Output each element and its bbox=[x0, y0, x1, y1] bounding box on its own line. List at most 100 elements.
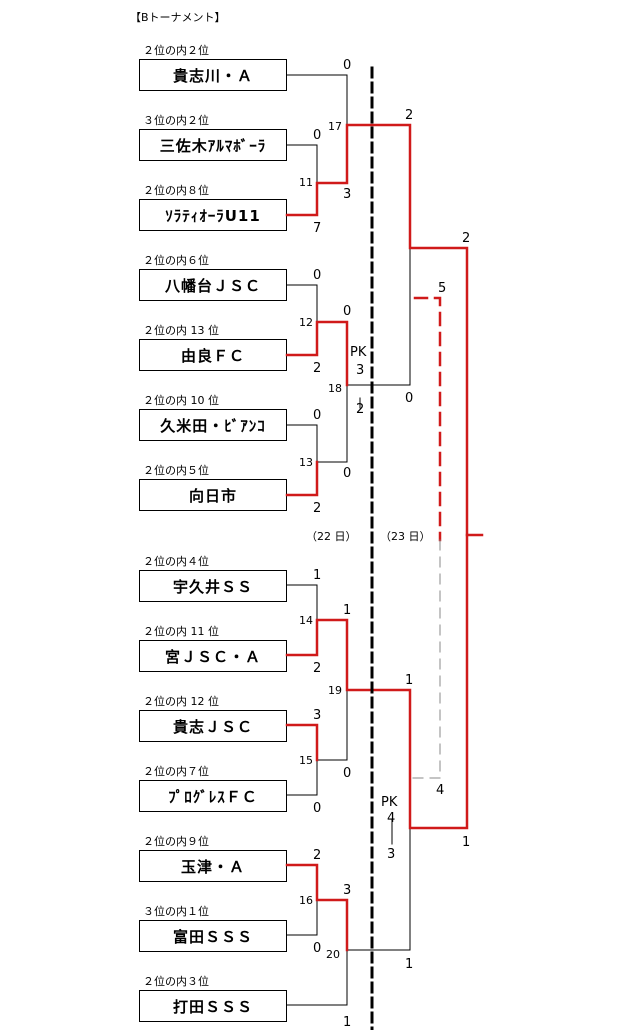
match-number: 13 bbox=[299, 456, 313, 469]
score: 0 bbox=[343, 766, 351, 781]
seed-label: ２位の内７位 bbox=[143, 765, 209, 778]
score: 1 bbox=[405, 673, 413, 688]
seed-label: ２位の内 10 位 bbox=[143, 394, 219, 407]
bracket-line bbox=[286, 584, 318, 621]
score: 0 bbox=[343, 58, 351, 73]
winner-line bbox=[285, 123, 484, 537]
bracket-line bbox=[286, 759, 318, 796]
bracket-line bbox=[286, 949, 348, 1006]
team-box: 三佐木ｱﾙﾏﾎﾞｰﾗ bbox=[139, 129, 287, 161]
seed-label: ３位の内２位 bbox=[143, 114, 209, 127]
team-box: 宇久井ＳＳ bbox=[139, 570, 287, 602]
day-label: （22 日） bbox=[306, 530, 357, 543]
bracket-line bbox=[286, 74, 348, 126]
seed-label: ２位の内３位 bbox=[143, 975, 209, 988]
team-box: 向日市 bbox=[139, 479, 287, 511]
score: 2 bbox=[405, 108, 413, 123]
match-number: 14 bbox=[299, 614, 313, 627]
team-box: 貴志川・Ａ bbox=[139, 59, 287, 91]
score: 0 bbox=[405, 391, 413, 406]
bracket-title: 【Bトーナメント】 bbox=[130, 11, 226, 24]
day-label: （23 日） bbox=[380, 530, 431, 543]
third-place-lines bbox=[409, 296, 442, 779]
score: 1 bbox=[313, 568, 321, 583]
team-box: 打田ＳＳＳ bbox=[139, 990, 287, 1022]
team-box: 久米田・ﾋﾞｱﾝｺ bbox=[139, 409, 287, 441]
third-place-line bbox=[413, 296, 442, 542]
score: 2 bbox=[462, 231, 470, 246]
seed-label: ２位の内 13 位 bbox=[143, 324, 219, 337]
seed-label: ２位の内９位 bbox=[143, 835, 209, 848]
bracket-line bbox=[286, 899, 318, 936]
bracket-line bbox=[286, 144, 318, 184]
match-number: 18 bbox=[328, 382, 342, 395]
team-box: 富田ＳＳＳ bbox=[139, 920, 287, 952]
bracket-line bbox=[346, 247, 411, 386]
score: 0 bbox=[313, 941, 321, 956]
pk-score: 4 bbox=[387, 811, 395, 826]
score: 0 bbox=[313, 801, 321, 816]
winner-line bbox=[285, 863, 349, 952]
winner-line bbox=[285, 320, 349, 387]
score: 2 bbox=[313, 501, 321, 516]
score: 2 bbox=[313, 848, 321, 863]
match-number: 19 bbox=[328, 684, 342, 697]
score: 1 bbox=[405, 957, 413, 972]
match-number: 20 bbox=[326, 948, 340, 961]
bracket-line bbox=[286, 424, 318, 463]
seed-label: ２位の内５位 bbox=[143, 464, 209, 477]
match-number: 15 bbox=[299, 754, 313, 767]
seed-label: ２位の内２位 bbox=[143, 44, 209, 57]
seed-label: ２位の内４位 bbox=[143, 555, 209, 568]
score: 0 bbox=[313, 268, 321, 283]
bracket-line bbox=[316, 689, 348, 761]
match-number: 16 bbox=[299, 894, 313, 907]
team-box: 貴志ＪＳＣ bbox=[139, 710, 287, 742]
score: 2 bbox=[313, 661, 321, 676]
bracket-line bbox=[316, 384, 348, 463]
pk-label: PK bbox=[381, 795, 398, 810]
match-number: 11 bbox=[299, 176, 313, 189]
score: 7 bbox=[313, 221, 321, 236]
bracket-line bbox=[286, 284, 318, 323]
score: 1 bbox=[343, 603, 351, 618]
score: 0 bbox=[313, 128, 321, 143]
seed-label: ２位の内６位 bbox=[143, 254, 209, 267]
score: 0 bbox=[343, 466, 351, 481]
score: 1 bbox=[343, 1015, 351, 1030]
team-box: 八幡台ＪＳＣ bbox=[139, 269, 287, 301]
team-box: ﾌﾟﾛｸﾞﾚｽＦＣ bbox=[139, 780, 287, 812]
pk-score: 3 bbox=[387, 847, 395, 862]
seed-label: ２位の内 12 位 bbox=[143, 695, 219, 708]
score: 3 bbox=[343, 883, 351, 898]
score: 0 bbox=[343, 304, 351, 319]
score: 4 bbox=[436, 783, 444, 798]
winner-line bbox=[285, 533, 469, 830]
bracket-line bbox=[346, 827, 411, 951]
winner-line bbox=[285, 460, 319, 497]
winner-line bbox=[285, 723, 319, 762]
loser-lines bbox=[286, 74, 411, 1006]
score: 1 bbox=[462, 835, 470, 850]
team-box: 宮ＪＳＣ・Ａ bbox=[139, 640, 287, 672]
match-number: 17 bbox=[328, 120, 342, 133]
third-place-line bbox=[409, 539, 441, 779]
score: 5 bbox=[438, 281, 446, 296]
pk-score: 3 bbox=[356, 363, 364, 378]
seed-label: ３位の内１位 bbox=[143, 905, 209, 918]
score: 0 bbox=[313, 408, 321, 423]
team-box: 玉津・Ａ bbox=[139, 850, 287, 882]
score: 2 bbox=[313, 361, 321, 376]
seed-label: ２位の内８位 bbox=[143, 184, 209, 197]
match-number: 12 bbox=[299, 316, 313, 329]
seed-label: ２位の内 11 位 bbox=[143, 625, 219, 638]
team-box: ｿﾗﾃｨｵｰﾗU11 bbox=[139, 199, 287, 231]
pk-score: 2 bbox=[356, 402, 364, 417]
team-box: 由良ＦＣ bbox=[139, 339, 287, 371]
winner-lines bbox=[285, 123, 484, 952]
pk-label: PK bbox=[350, 345, 367, 360]
score: 3 bbox=[343, 187, 351, 202]
score: 3 bbox=[313, 708, 321, 723]
